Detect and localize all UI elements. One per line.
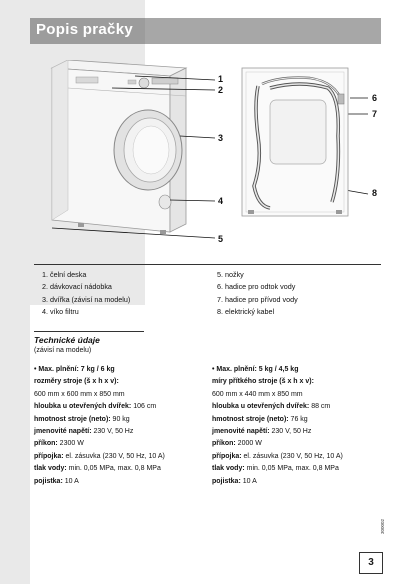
spec-value: 10 A	[240, 477, 257, 485]
spec-value: 2300 W	[57, 440, 84, 448]
legend-item-8: 8. elektrický kabel	[217, 306, 275, 316]
callout-6: 6	[372, 93, 378, 103]
spec-label: příkon:	[34, 440, 58, 448]
spec-label: jmenovité napětí:	[212, 428, 270, 436]
legend-divider	[34, 264, 381, 265]
title-strip	[30, 18, 145, 44]
spec-line: jmenovité napětí: 230 V, 50 Hz	[34, 426, 165, 438]
legend-item-2: 2. dávkovací nádobka	[42, 282, 112, 292]
spec-line: tlak vody: min. 0,05 MPa, max. 0,8 MPa	[212, 463, 343, 475]
front-callout-lines	[51, 75, 369, 239]
legend-item-3: 3. dvířka (závisí na modelu)	[42, 294, 131, 304]
spec-line: hmotnost stroje (neto): 90 kg	[34, 414, 165, 426]
spec-value: 90 kg	[110, 415, 130, 423]
spec-line: míry přítkého stroje (š x h x v):	[212, 376, 343, 388]
legend-item-6: 6. hadice pro odtok vody	[217, 282, 296, 292]
washing-machine-back-illustration	[241, 67, 349, 217]
spec-label: pojistka:	[212, 477, 241, 485]
spec-line: • Max. plnění: 5 kg / 4,5 kg	[212, 364, 343, 376]
legend-item-1: 1. čelní deska	[42, 270, 87, 279]
tech-specs-title: Technické údaje	[34, 335, 100, 345]
spec-line: hloubka u otevřených dvířek: 106 cm	[34, 401, 165, 413]
spec-line: rozměry stroje (š x h x v):	[34, 376, 165, 388]
spec-label: hloubka u otevřených dvířek:	[212, 403, 310, 411]
spec-label: jmenovité napětí:	[34, 428, 92, 436]
spec-line: 600 mm x 440 mm x 850 mm	[212, 389, 343, 401]
spec-label: přípojka:	[212, 452, 242, 460]
spec-line: tlak vody: min. 0,05 MPa, max. 0,8 MPa	[34, 463, 165, 475]
legend-item-5: 5. nožky	[217, 270, 244, 279]
spec-value: min. 0,05 MPa, max. 0,8 MPa	[244, 465, 339, 473]
spec-value: 230 V, 50 Hz	[269, 428, 312, 436]
spec-column-1: • Max. plnění: 7 kg / 6 kg rozměry stroje…	[34, 364, 165, 488]
callout-8: 8	[372, 188, 378, 198]
spec-value: 106 cm	[131, 403, 157, 411]
spec-value: el. zásuvka (230 V, 50 Hz, 10 A)	[63, 452, 165, 460]
spec-line: jmenovité napětí: 230 V, 50 Hz	[212, 426, 343, 438]
spec-label: • Max. plnění: 5 kg / 4,5 kg	[212, 366, 299, 373]
spec-value: 2000 W	[235, 440, 262, 448]
spec-value: min. 0,05 MPa, max. 0,8 MPa	[66, 465, 161, 473]
spec-value: el. zásuvka (230 V, 50 Hz, 10 A)	[241, 452, 343, 460]
legend-item-4: 4. víko filtru	[42, 306, 79, 316]
spec-line: 600 mm x 600 mm x 850 mm	[34, 389, 165, 401]
callout-1: 1	[218, 74, 224, 84]
spec-label: hloubka u otevřených dvířek:	[34, 403, 132, 411]
spec-line: příkon: 2000 W	[212, 438, 343, 450]
spec-line: pojistka: 10 A	[34, 476, 165, 488]
document-code: 300002	[380, 518, 385, 534]
callout-5: 5	[218, 234, 224, 244]
tech-divider	[34, 331, 144, 332]
spec-line: hloubka u otevřených dvířek: 88 cm	[212, 401, 343, 413]
spec-line: přípojka: el. zásuvka (230 V, 50 Hz, 10 …	[34, 451, 165, 463]
spec-label: míry přítkého stroje (š x h x v):	[212, 378, 314, 386]
spec-label: pojistka:	[34, 477, 63, 485]
spec-line: přípojka: el. zásuvka (230 V, 50 Hz, 10 …	[212, 451, 343, 463]
spec-line: příkon: 2300 W	[34, 438, 165, 450]
washing-machine-front-illustration	[50, 60, 188, 234]
legend-right: 5. nožky 6. hadice pro odtok vody 7. had…	[217, 269, 298, 318]
spec-label: • Max. plnění: 7 kg / 6 kg	[34, 366, 115, 373]
spec-value: 10 A	[62, 477, 79, 485]
spec-value: 230 V, 50 Hz	[91, 428, 134, 436]
spec-label: hmotnost stroje (neto):	[212, 415, 289, 423]
callout-7: 7	[372, 109, 378, 119]
spec-value: 600 mm x 600 mm x 850 mm	[34, 390, 125, 398]
callout-2: 2	[218, 85, 224, 95]
legend-item-7: 7. hadice pro přívod vody	[217, 294, 298, 304]
spec-line: • Max. plnění: 7 kg / 6 kg	[34, 364, 165, 376]
spec-value: 76 kg	[288, 415, 308, 423]
spec-line: pojistka: 10 A	[212, 476, 343, 488]
spec-column-2: • Max. plnění: 5 kg / 4,5 kg míry přítkéh…	[212, 364, 343, 488]
callout-4: 4	[218, 196, 224, 206]
spec-label: přípojka:	[34, 452, 64, 460]
spec-value: 88 cm	[309, 403, 331, 411]
page-title: Popis pračky	[36, 21, 133, 38]
page-number: 3	[359, 552, 383, 574]
spec-line: hmotnost stroje (neto): 76 kg	[212, 414, 343, 426]
title-bar: Popis pračky	[30, 18, 381, 44]
legend-left: 1. čelní deska 2. dávkovací nádobka 3. d…	[42, 269, 130, 318]
spec-label: tlak vody:	[212, 465, 245, 473]
spec-label: hmotnost stroje (neto):	[34, 415, 111, 423]
callout-3: 3	[218, 133, 224, 143]
spec-label: příkon:	[212, 440, 236, 448]
spec-value: 600 mm x 440 mm x 850 mm	[212, 390, 303, 398]
spec-label: rozměry stroje (š x h x v):	[34, 378, 119, 386]
spec-label: tlak vody:	[34, 465, 67, 473]
tech-specs-subtitle: (závisí na modelu)	[34, 347, 92, 354]
